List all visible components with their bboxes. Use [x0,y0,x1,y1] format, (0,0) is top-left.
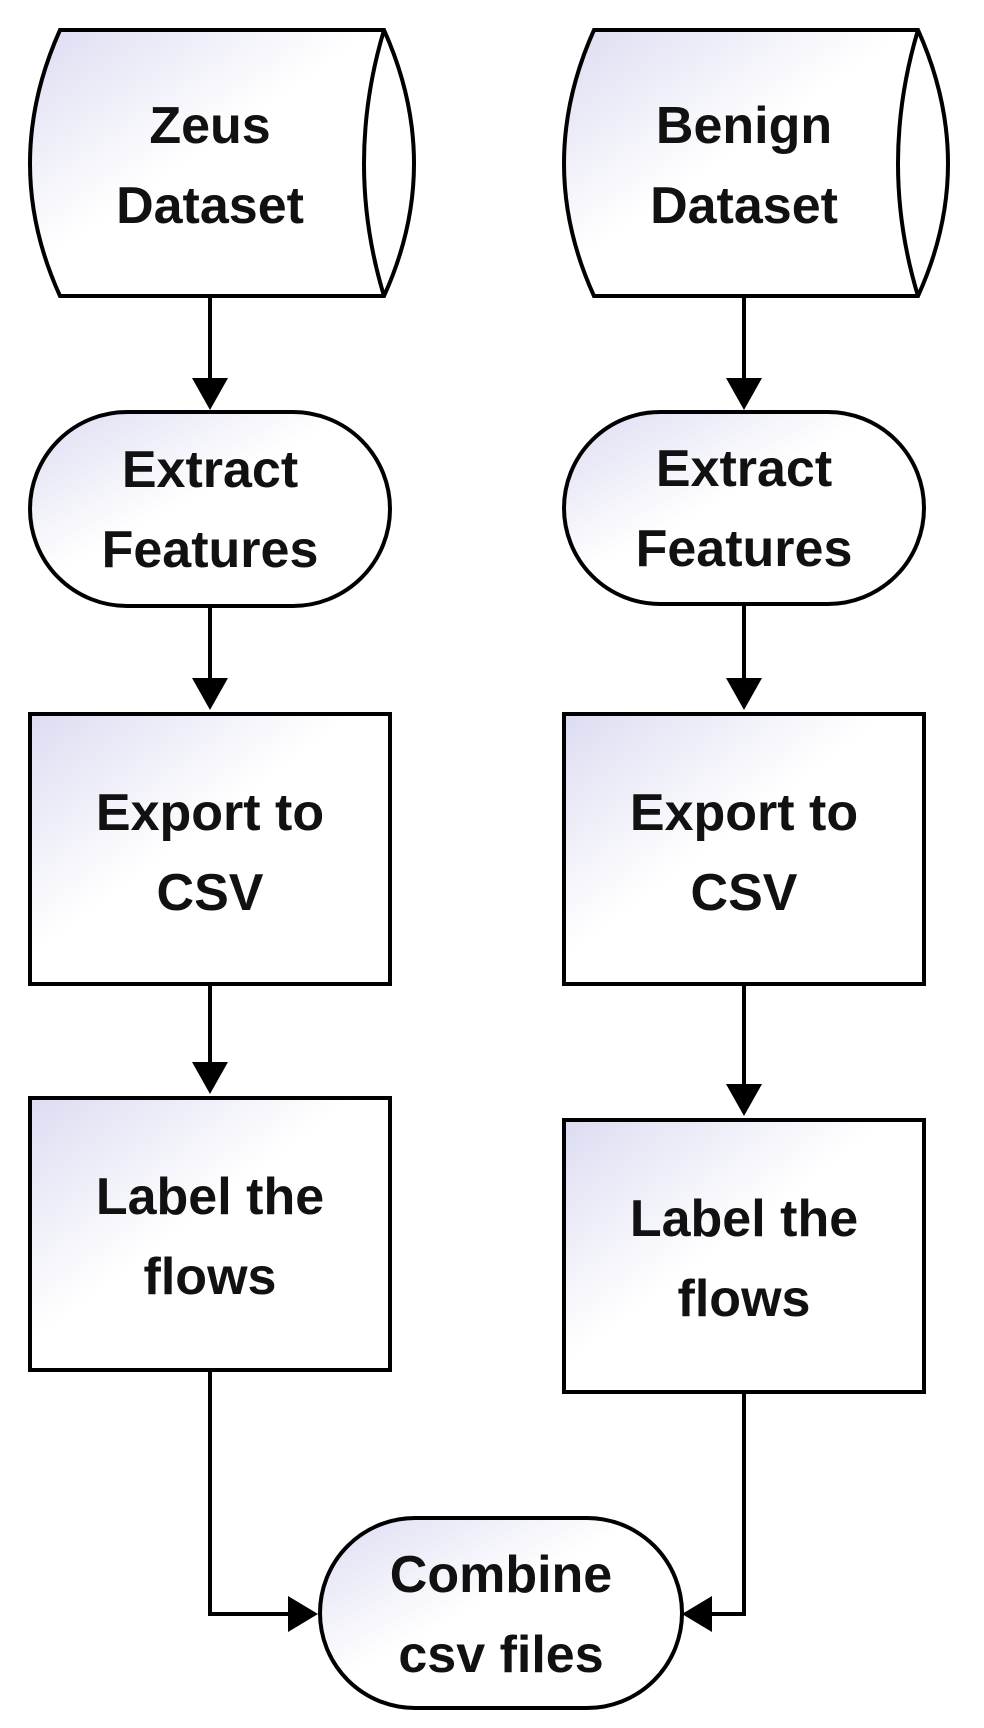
extract-left-line2: Features [102,521,319,579]
benign-dataset-line2: Dataset [650,177,838,235]
combine-csv-node: Combine csv files [318,1516,684,1710]
stored-data-curve [896,29,920,297]
export-csv-right-node: Export to CSV [562,712,926,986]
terminator-shape [562,410,926,606]
extract-features-right-node: Extract Features [562,410,926,606]
export-left-line1: Export to [96,784,324,842]
arrowhead-export-to-label-right [726,1084,762,1116]
arrowhead-export-to-label-left [192,1062,228,1094]
process-box [28,712,392,986]
extract-left-line1: Extract [122,441,298,499]
combine-line1: Combine [390,1546,612,1604]
stored-data-shape [28,28,416,298]
connector-label-right-to-combine [710,1392,746,1616]
label-flows-right-node: Label the flows [562,1118,926,1394]
arrowhead-extract-to-export-right [726,678,762,710]
stored-data-shape [562,28,950,298]
export-right-line2: CSV [691,864,798,922]
zeus-dataset-node: Zeus Dataset [28,28,416,298]
process-box [562,1118,926,1394]
arrowhead-extract-to-export-left [192,678,228,710]
label-right-line1: Label the [630,1190,858,1248]
connectors [192,298,762,1632]
zeus-dataset-line1: Zeus [149,97,270,155]
export-left-line2: CSV [157,864,264,922]
arrowhead-label-left-to-combine [288,1596,318,1632]
export-right-line1: Export to [630,784,858,842]
arrowhead-label-right-to-combine [682,1596,712,1632]
combine-line2: csv files [398,1626,603,1684]
zeus-dataset-line2: Dataset [116,177,304,235]
benign-dataset-line1: Benign [656,97,832,155]
export-csv-left-node: Export to CSV [28,712,392,986]
benign-dataset-node: Benign Dataset [562,28,950,298]
extract-features-left-node: Extract Features [28,410,392,608]
label-left-line1: Label the [96,1168,324,1226]
label-flows-left-node: Label the flows [28,1096,392,1372]
process-box [28,1096,392,1372]
label-left-line2: flows [144,1248,277,1306]
terminator-shape [318,1516,684,1710]
connector-label-left-to-combine [208,1370,290,1616]
stored-data-curve [362,29,386,297]
label-right-line2: flows [678,1270,811,1328]
terminator-shape [28,410,392,608]
arrowhead-zeus-to-extract [192,378,228,410]
extract-right-line2: Features [636,520,853,578]
process-box [562,712,926,986]
extract-right-line1: Extract [656,440,832,498]
arrowhead-benign-to-extract [726,378,762,410]
